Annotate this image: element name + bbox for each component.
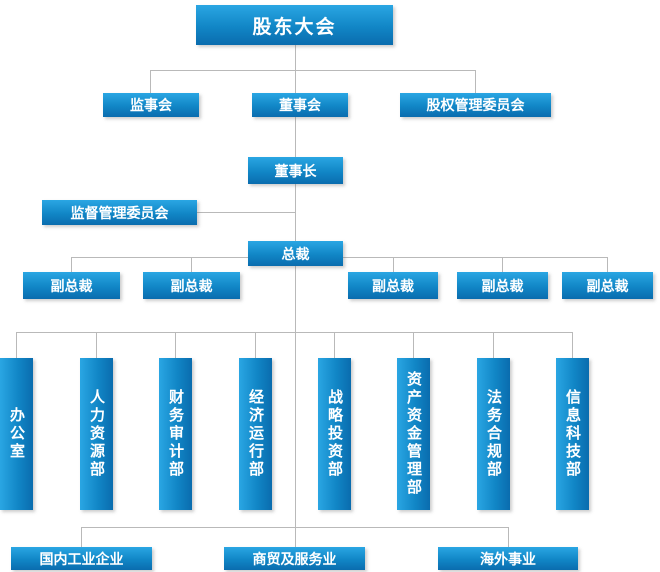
connector-stub-dept-1 [16, 332, 17, 358]
node-vice-president-5: 副总裁 [562, 272, 653, 299]
node-trade-and-services: 商贸及服务业 [224, 547, 365, 570]
node-dept-office: 办公室 [0, 358, 33, 510]
connector-stub-vp-1 [71, 257, 72, 272]
node-vice-president-3: 副总裁 [348, 272, 438, 299]
connector-supervision-committee [197, 212, 295, 213]
connector-stub-business-2 [295, 527, 296, 547]
node-dept-legal-compliance: 法务合规部 [477, 358, 510, 510]
connector-stub-dept-4 [255, 332, 256, 358]
node-chairman: 董事长 [248, 157, 343, 184]
node-supervisory-board: 监事会 [103, 93, 199, 117]
connector-stub-dept-5 [334, 332, 335, 358]
connector-stub-vp-5 [607, 257, 608, 272]
connector-departments-horizontal [16, 332, 573, 333]
node-dept-information-technology: 信息科技部 [556, 358, 589, 510]
connector-stub-vp-2 [191, 257, 192, 272]
node-shareholders-meeting: 股东大会 [196, 5, 393, 45]
connector-stub-supervisory-board [150, 70, 151, 93]
node-dept-human-resources: 人力资源部 [80, 358, 113, 510]
connector-bottom-horizontal [81, 527, 508, 528]
node-president: 总裁 [248, 241, 343, 266]
connector-trunk-root [295, 45, 296, 93]
node-dept-finance-audit: 财务审计部 [159, 358, 192, 510]
node-vice-president-1: 副总裁 [23, 272, 120, 299]
connector-stub-equity-committee [475, 70, 476, 93]
connector-chairman-to-president [295, 183, 296, 241]
connector-stub-vp-3 [393, 257, 394, 272]
node-dept-economic-operations: 经济运行部 [239, 358, 272, 510]
node-dept-asset-capital-management: 资产资金管理部 [397, 358, 430, 510]
connector-stub-dept-3 [175, 332, 176, 358]
node-vice-president-4: 副总裁 [457, 272, 548, 299]
node-equity-management-committee: 股权管理委员会 [400, 93, 551, 117]
connector-board-to-chairman [295, 117, 296, 157]
connector-stub-dept-8 [572, 332, 573, 358]
connector-stub-dept-2 [96, 332, 97, 358]
node-board-of-directors: 董事会 [252, 93, 348, 117]
connector-stub-dept-6 [413, 332, 414, 358]
connector-trunk-president-to-bottom [295, 266, 296, 527]
node-supervision-management-committee: 监督管理委员会 [42, 200, 197, 225]
node-vice-president-2: 副总裁 [143, 272, 240, 299]
node-dept-strategic-investment: 战略投资部 [318, 358, 351, 510]
node-overseas-business: 海外事业 [438, 547, 578, 570]
connector-row2-horizontal [150, 70, 476, 71]
connector-stub-dept-7 [493, 332, 494, 358]
connector-stub-business-3 [508, 527, 509, 547]
connector-stub-business-1 [81, 527, 82, 547]
connector-stub-vp-4 [502, 257, 503, 272]
node-domestic-industrial-enterprises: 国内工业企业 [11, 547, 152, 570]
